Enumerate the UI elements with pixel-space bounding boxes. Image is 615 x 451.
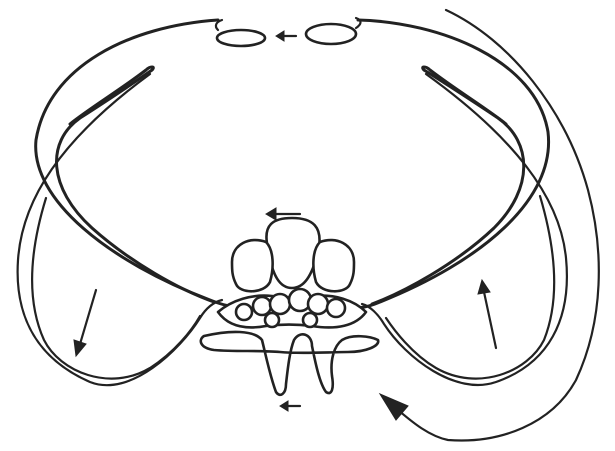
left-rib-inner — [57, 70, 214, 302]
vertebra-spinous-process — [201, 332, 378, 395]
vertebra-right-mass — [313, 240, 354, 291]
vertebral-body — [266, 218, 319, 288]
vertebra-left-mass — [232, 240, 273, 291]
facet-8 — [303, 313, 317, 327]
facet-3 — [270, 294, 290, 314]
facet-5 — [308, 294, 328, 314]
sternum-arrow — [276, 31, 296, 41]
left-rib-lower — [18, 74, 222, 385]
vertebra-bottom-arrow — [280, 401, 300, 411]
facet-2 — [253, 297, 271, 315]
facet-6 — [327, 299, 345, 317]
facet-1 — [236, 304, 252, 320]
left-rib-inner-tip — [70, 67, 153, 124]
facet-7 — [265, 313, 279, 327]
right-rib-lower — [362, 74, 567, 385]
right-lateral-arrow — [478, 280, 496, 348]
right-rib-inner-tip — [423, 67, 506, 124]
left-lateral-arrow — [74, 290, 96, 356]
left-rib-lower-inner — [32, 198, 200, 379]
sternum-segment-right — [306, 24, 356, 44]
sternum-segment-left — [217, 30, 265, 46]
